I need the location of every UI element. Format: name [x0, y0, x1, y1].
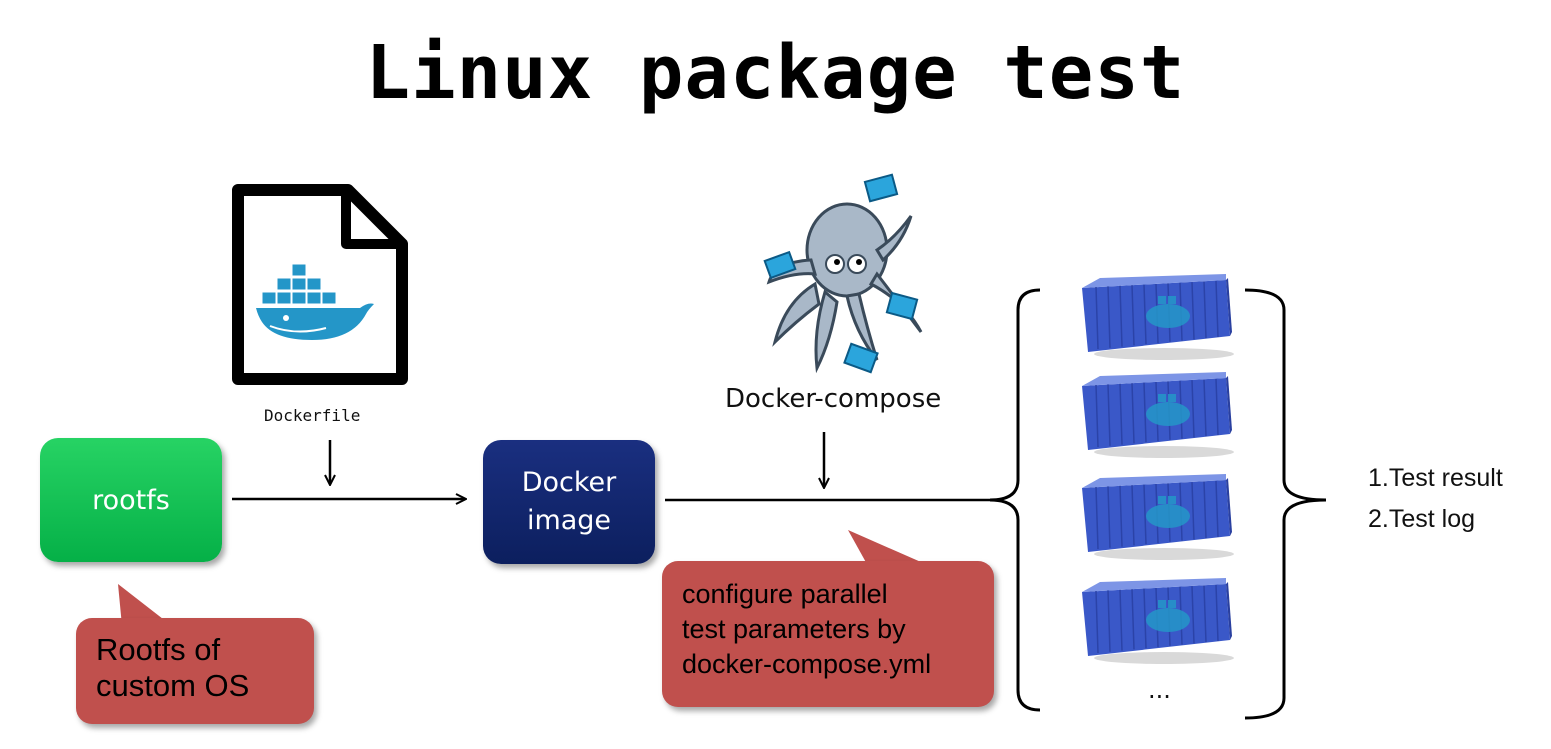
containers-ellipsis: ... [1148, 676, 1171, 704]
test-outputs: 1.Test result 2.Test log [1368, 458, 1503, 540]
rootfs-box: rootfs [40, 438, 222, 562]
compose-callout-line2: test parameters by [682, 614, 906, 644]
dockerfile-icon [232, 184, 408, 385]
output-test-log: 2.Test log [1368, 505, 1476, 533]
right-brace [1244, 288, 1327, 720]
docker-image-label-line1: Docker [521, 467, 617, 498]
compose-callout-line1: configure parallel [682, 579, 888, 609]
compose-callout: configure parallel test parameters by do… [662, 561, 994, 707]
output-test-result: 1.Test result [1368, 464, 1503, 492]
docker-image-box: Docker image [483, 440, 655, 564]
rootfs-callout-line1: Rootfs of [96, 632, 221, 667]
docker-compose-octopus-icon [763, 173, 923, 374]
compose-callout-line3: docker-compose.yml [682, 649, 932, 679]
container-icon [1076, 474, 1236, 564]
rootfs-callout: Rootfs of custom OS [76, 618, 314, 724]
container-icon [1076, 578, 1236, 668]
callout-pointer-rootfs [118, 584, 172, 626]
docker-whale-icon [256, 263, 374, 340]
rootfs-callout-line2: custom OS [96, 668, 250, 703]
rootfs-label: rootfs [92, 484, 170, 516]
container-icon [1076, 372, 1236, 462]
page-title: Linux package test [365, 30, 1186, 116]
dockerfile-label: Dockerfile [264, 406, 361, 425]
left-brace [989, 288, 1041, 712]
callout-pointer-compose [848, 530, 930, 566]
container-icon [1076, 274, 1236, 364]
docker-compose-label: Docker-compose [725, 384, 942, 414]
docker-image-label-line2: image [526, 505, 612, 536]
